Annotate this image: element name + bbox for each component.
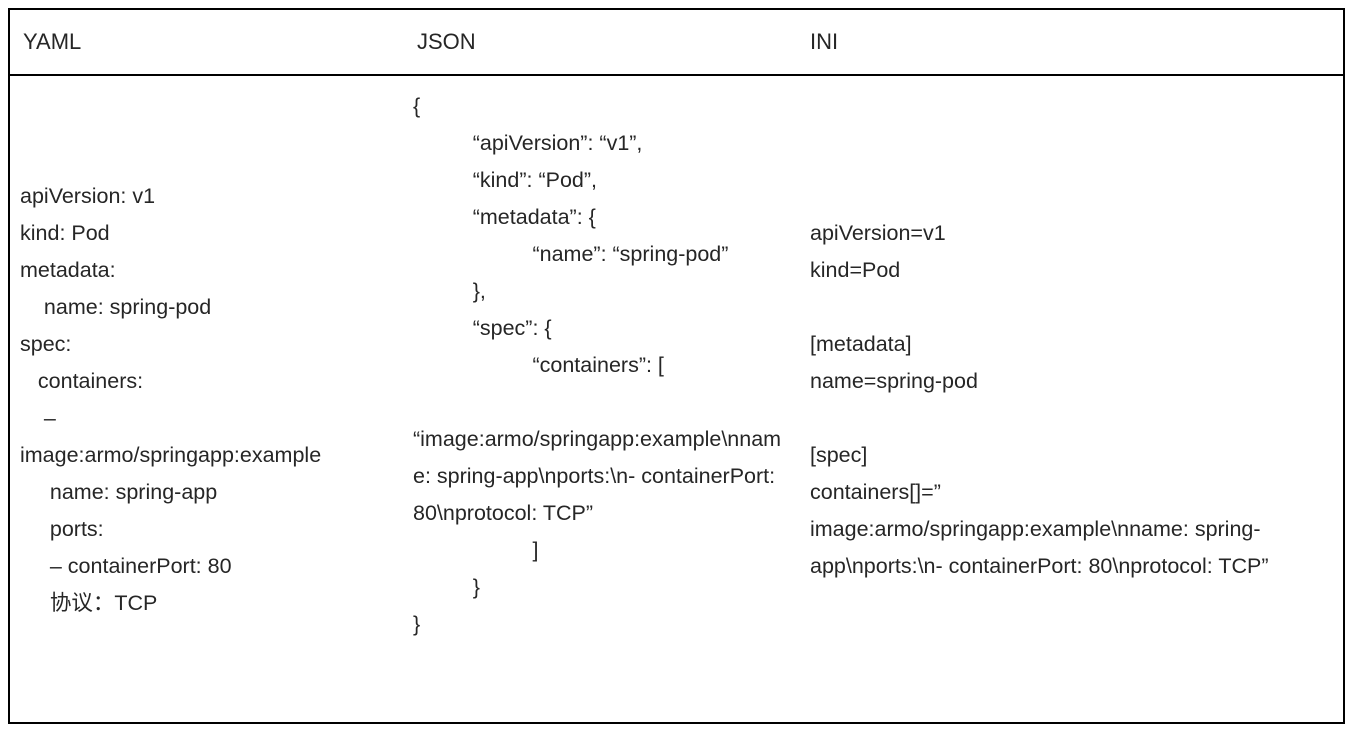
comparison-table-container: YAML JSON INI apiVersion: v1 kind: Pod met… — [8, 8, 1345, 724]
code-line: } — [413, 575, 480, 599]
code-line: “name”: “spring-pod” — [413, 242, 729, 266]
json-code-block: { “apiVersion”: “v1”, “kind”: “Pod”, “me… — [404, 76, 797, 643]
code-line: [metadata] — [810, 332, 912, 356]
header-cell-json: JSON — [404, 10, 797, 76]
header-cell-yaml: YAML — [10, 10, 404, 76]
code-line: spec: — [20, 332, 72, 356]
code-line — [810, 289, 1331, 326]
column-header-json: JSON — [417, 29, 476, 54]
code-line: “metadata”: { — [413, 205, 596, 229]
code-line: apiVersion: v1 — [20, 184, 156, 208]
code-line: { — [413, 94, 421, 118]
code-line: kind=Pod — [810, 258, 901, 282]
body-cell-yaml: apiVersion: v1 kind: Pod metadata: name: s… — [10, 75, 404, 724]
yaml-code-block: apiVersion: v1 kind: Pod metadata: name: s… — [10, 178, 404, 622]
code-line: “containers”: [ — [413, 353, 664, 377]
format-comparison-table: YAML JSON INI apiVersion: v1 kind: Pod met… — [10, 10, 1343, 724]
column-header-yaml: YAML — [23, 29, 82, 54]
body-cell-json: { “apiVersion”: “v1”, “kind”: “Pod”, “me… — [404, 75, 797, 724]
code-line: “apiVersion”: “v1”, — [413, 131, 643, 155]
code-line: “spec”: { — [413, 316, 552, 340]
code-line: containers: — [20, 369, 144, 393]
yaml-block-wrapper: apiVersion: v1 kind: Pod metadata: name: s… — [10, 178, 404, 622]
code-line: }, — [413, 279, 486, 303]
code-line: } — [413, 612, 421, 636]
code-line: image:armo/springapp:example\nname: spri… — [810, 517, 1269, 578]
table-body-row: apiVersion: v1 kind: Pod metadata: name: s… — [10, 75, 1343, 724]
ini-block-wrapper: apiVersion=v1 kind=Pod [metadata] name=spr… — [797, 215, 1343, 585]
body-cell-ini: apiVersion=v1 kind=Pod [metadata] name=spr… — [797, 75, 1343, 724]
code-line: [spec] — [810, 443, 868, 467]
code-line: name: spring-pod — [20, 295, 212, 319]
code-line — [413, 384, 789, 421]
code-line: name=spring-pod — [810, 369, 978, 393]
code-line: kind: Pod — [20, 221, 110, 245]
ini-code-block: apiVersion=v1 kind=Pod [metadata] name=spr… — [797, 215, 1343, 585]
code-line: apiVersion=v1 — [810, 221, 946, 245]
column-header-ini: INI — [810, 29, 839, 54]
code-line: containers[]=” — [810, 480, 941, 504]
code-line: – containerPort: 80 — [20, 554, 232, 578]
code-line — [810, 400, 1331, 437]
code-line: ports: — [20, 517, 104, 541]
table-header-row: YAML JSON INI — [10, 10, 1343, 76]
code-line: metadata: — [20, 258, 116, 282]
code-line: ] — [413, 538, 539, 562]
header-cell-ini: INI — [797, 10, 1343, 76]
code-line: 协议：TCP — [20, 591, 158, 615]
code-line: image:armo/springapp:example — [20, 443, 322, 467]
code-line: – — [20, 406, 56, 430]
code-line: name: spring-app — [20, 480, 218, 504]
code-line: “kind”: “Pod”, — [413, 168, 597, 192]
code-line: “image:armo/springapp:example\nname: spr… — [413, 427, 782, 525]
